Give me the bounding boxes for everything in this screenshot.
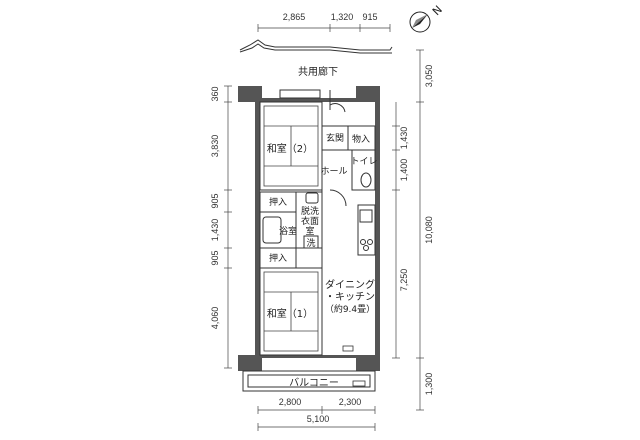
dim-right-inner-1: 1,430 (399, 127, 409, 150)
stove-burner (367, 239, 373, 245)
dim-right-outer-1: 3,050 (424, 65, 434, 88)
dim-top-2: 1,320 (331, 12, 354, 22)
bottom-dimension-lines: 2,800 2,300 5,100 (257, 397, 376, 431)
dim-bottom-2: 2,300 (339, 397, 362, 407)
tatami-washitsu-1 (263, 271, 319, 352)
door-swing-hall (329, 189, 347, 207)
dim-left-1: 360 (210, 86, 220, 101)
dim-left-6: 4,060 (210, 307, 220, 330)
dim-bottom-1: 2,800 (279, 397, 302, 407)
dim-right-inner-3: 7,250 (399, 269, 409, 292)
dim-left-2: 3,830 (210, 135, 220, 158)
dim-top-3: 915 (362, 12, 377, 22)
ac-unit-marker (342, 345, 354, 352)
label-dk-line-3: （約9.4畳） (325, 303, 375, 315)
label-genkan: 玄関 (326, 132, 344, 144)
dim-top-1: 2,865 (283, 12, 306, 22)
meter-box (279, 89, 321, 99)
washing-machine-space (303, 235, 319, 249)
dim-left-3: 905 (210, 193, 220, 208)
dim-bottom-total: 5,100 (307, 414, 330, 424)
kitchen-sink (359, 209, 373, 223)
bathtub (262, 216, 282, 244)
left-dimension-line: 360 3,830 905 1,430 905 4,060 (210, 85, 232, 369)
dim-right-inner-2: 1,400 (399, 159, 409, 182)
label-hall: ホール (320, 166, 347, 177)
top-dimension-line: 2,865 1,320 915 (257, 12, 391, 32)
walls (238, 86, 380, 371)
label-senmen-2: 衣面 (301, 215, 319, 227)
kitchen-counter (357, 204, 376, 256)
label-bath: 浴室 (279, 225, 297, 237)
label-senmen-1: 脱洗 (301, 205, 319, 217)
label-senmen-3: 室 (305, 225, 314, 237)
label-dk-line-1: ダイニング (325, 278, 375, 291)
balcony-area (242, 370, 376, 392)
dim-left-5: 905 (210, 250, 220, 265)
label-washitsu-1: 和室（1） (267, 307, 313, 320)
partitions (259, 101, 376, 356)
label-washitsu-2: 和室（2） (267, 142, 313, 155)
top-exterior-outline (239, 39, 393, 54)
compass-icon: N (409, 3, 445, 33)
dim-right-outer-2: 10,080 (424, 216, 434, 244)
label-monoire: 物入 (352, 133, 370, 145)
label-toilet: トイレ (350, 157, 377, 167)
door-swing-entrance (329, 103, 346, 113)
stove-burner (360, 239, 366, 245)
label-oshiire-top: 押入 (269, 196, 287, 208)
dim-left-4: 1,430 (210, 219, 220, 242)
right-dimension-lines: 3,050 10,080 1,300 1,430 1,400 7,250 (392, 49, 434, 411)
compass-north-label: N (430, 3, 445, 18)
label-balcony: バルコニー (289, 377, 339, 389)
washbasin (305, 192, 319, 204)
dim-right-outer-3: 1,300 (424, 373, 434, 396)
label-corridor: 共用廊下 (298, 65, 338, 78)
label-dk-line-2: ・キッチン (325, 291, 375, 303)
stove-burner (363, 245, 369, 251)
label-wash: 洗 (306, 237, 315, 249)
label-oshiire-bottom: 押入 (269, 252, 287, 264)
tatami-washitsu-2 (263, 105, 319, 187)
toilet-fixture (360, 172, 372, 188)
outdoor-unit-marker (352, 380, 366, 387)
